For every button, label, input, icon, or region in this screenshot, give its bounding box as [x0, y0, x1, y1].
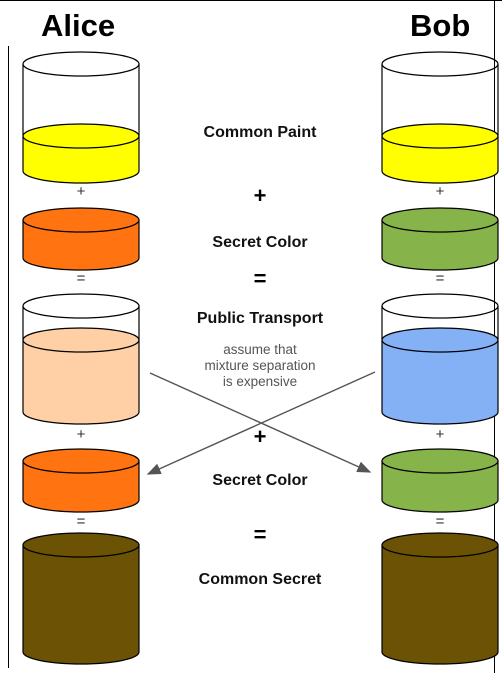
- note-line-3: is expensive: [222, 374, 298, 389]
- common-paint-label: Common Paint: [203, 124, 317, 141]
- note-line-2: mixture separation: [204, 358, 316, 373]
- alice-equals-2: =: [76, 513, 86, 530]
- alice-common-secret-barrel: [22, 532, 140, 665]
- bob-common-paint-glass: [381, 51, 499, 184]
- bob-label: Bob: [410, 8, 471, 43]
- common-secret-label: Common Secret: [198, 571, 322, 588]
- alice-label: Alice: [41, 8, 116, 43]
- equals-operator-1: =: [253, 266, 267, 291]
- bob-common-secret-barrel: [381, 532, 499, 665]
- equals-operator-2: =: [253, 522, 267, 547]
- bob-secret-color-disc-2: [381, 448, 499, 513]
- bob-equals-1: =: [435, 270, 445, 287]
- alice-plus-2: +: [76, 426, 86, 443]
- plus-operator-2: +: [253, 424, 267, 449]
- alice-secret-color-disc-2: [22, 448, 140, 513]
- public-transport-label: Public Transport: [196, 310, 324, 327]
- bob-secret-color-disc: [381, 207, 499, 271]
- bob-plus-2: +: [435, 426, 445, 443]
- alice-mixture-glass: [22, 293, 140, 425]
- note-line-1: assume that: [223, 342, 297, 357]
- note-text: assume that mixture separation is expens…: [180, 342, 340, 390]
- alice-secret-color-disc: [22, 207, 140, 271]
- bob-equals-2: =: [435, 513, 445, 530]
- frame-top-border: [0, 0, 502, 1]
- secret-color-label-2: Secret Color: [212, 472, 308, 489]
- bob-mixture-glass: [381, 293, 499, 425]
- alice-common-paint-glass: [22, 51, 140, 184]
- frame-left-border: [8, 46, 9, 668]
- plus-operator-1: +: [253, 183, 267, 208]
- arrow-bob-to-alice: [146, 371, 376, 475]
- alice-equals-1: =: [76, 270, 86, 287]
- arrow-alice-to-bob: [149, 372, 372, 473]
- alice-plus-1: +: [76, 183, 86, 200]
- bob-plus-1: +: [435, 183, 445, 200]
- secret-color-label-1: Secret Color: [212, 234, 308, 251]
